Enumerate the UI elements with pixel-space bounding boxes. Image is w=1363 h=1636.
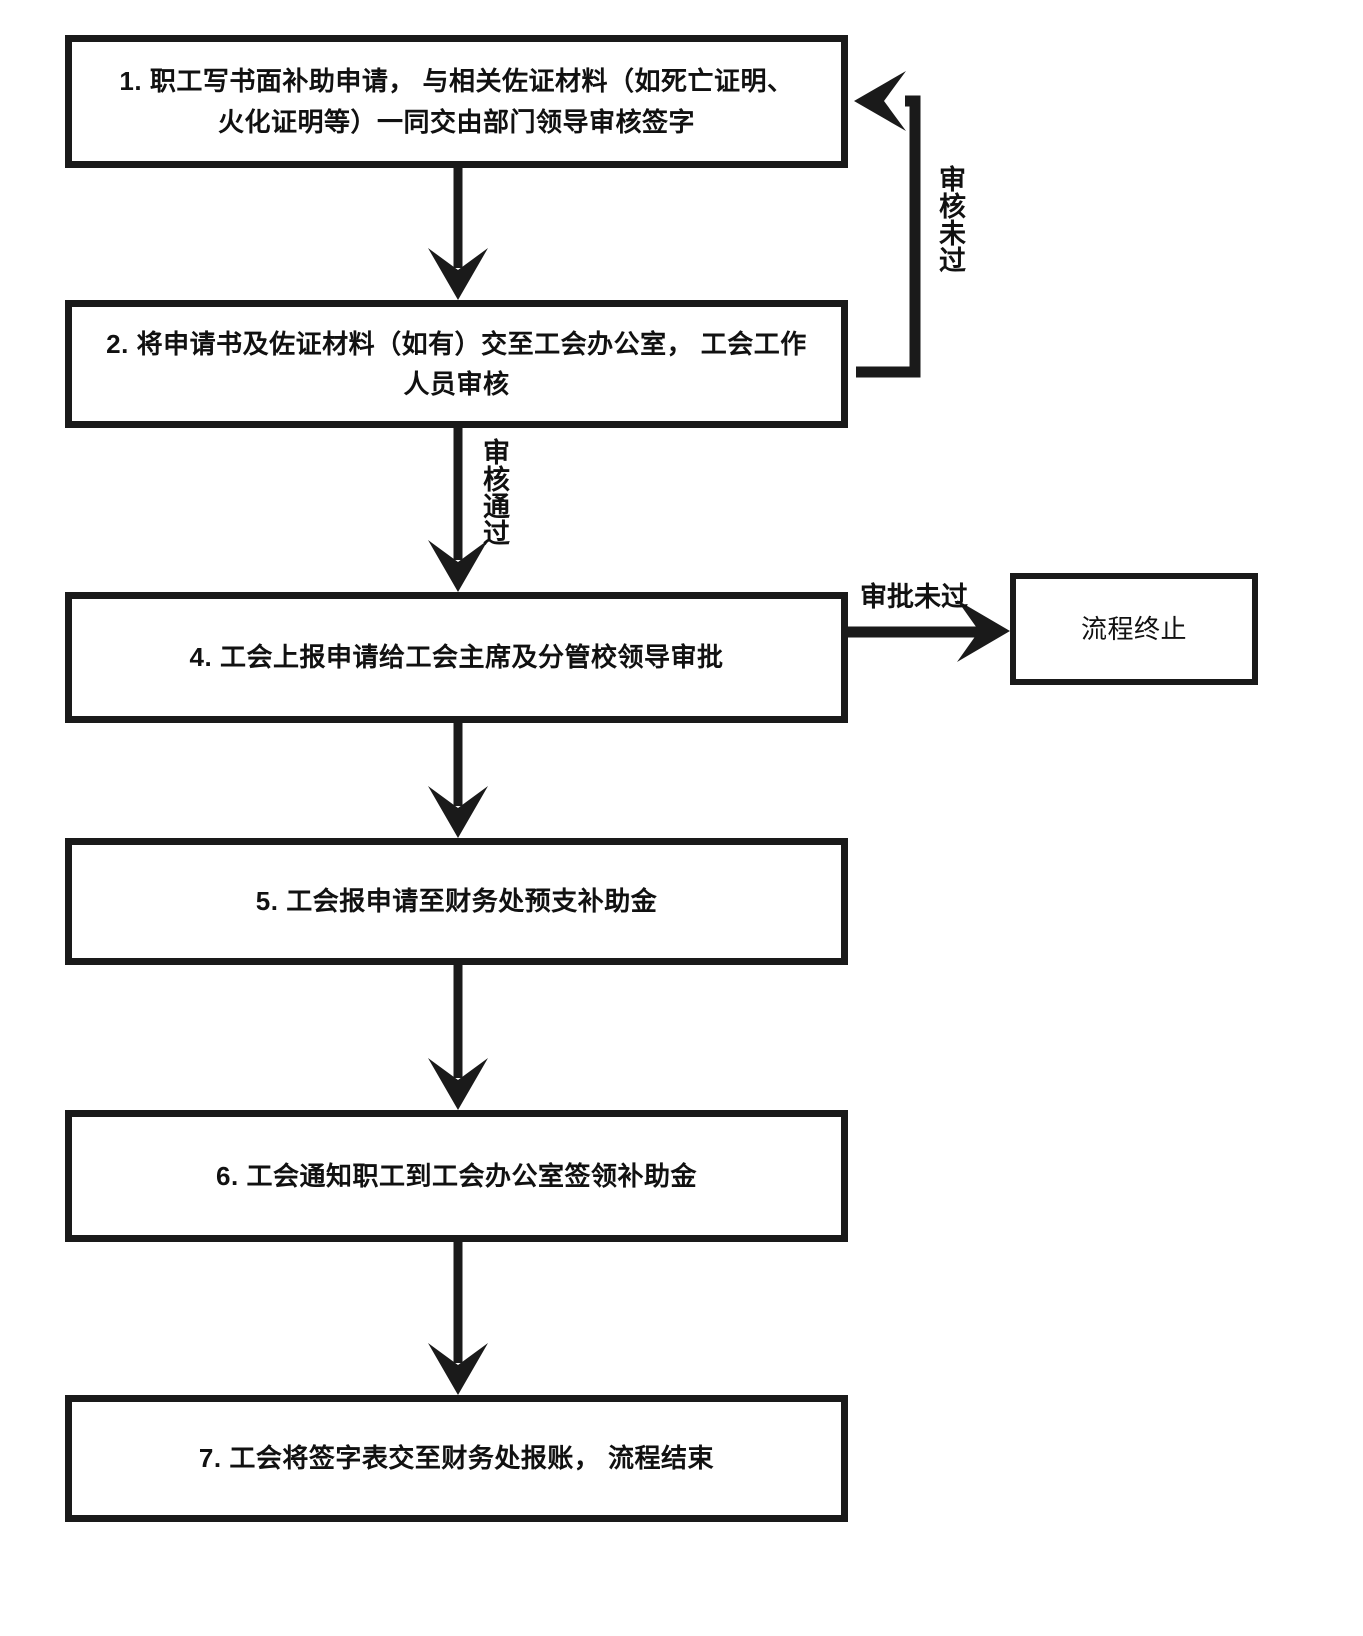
node-step1-label: 1. 职工写书面补助申请， 与相关佐证材料（如死亡证明、 火化证明等）一同交由部… xyxy=(119,66,794,137)
node-step7[interactable]: 7. 工会将签字表交至财务处报账， 流程结束 xyxy=(65,1395,848,1522)
connector-step5-step6 xyxy=(428,965,488,1110)
node-step2[interactable]: 2. 将申请书及佐证材料（如有）交至工会办公室， 工会工作 人员审核 xyxy=(65,300,848,428)
connector-step4-step5 xyxy=(428,723,488,838)
node-step1[interactable]: 1. 职工写书面补助申请， 与相关佐证材料（如死亡证明、 火化证明等）一同交由部… xyxy=(65,35,848,168)
node-process-terminated[interactable]: 流程终止 xyxy=(1010,573,1258,685)
edge-label-review-passed: 审核通过 xyxy=(479,438,509,546)
edge-label-approval-failed: 审批未过 xyxy=(860,582,968,612)
node-step2-label: 2. 将申请书及佐证材料（如有）交至工会办公室， 工会工作 人员审核 xyxy=(106,328,807,399)
node-step6-label: 6. 工会通知职工到工会办公室签领补助金 xyxy=(216,1160,697,1191)
connector-step1-step2 xyxy=(428,168,488,300)
connector-step2-step1-feedback xyxy=(854,71,921,378)
node-step6[interactable]: 6. 工会通知职工到工会办公室签领补助金 xyxy=(65,1110,848,1242)
node-process-terminated-label: 流程终止 xyxy=(1080,613,1187,644)
node-step4[interactable]: 4. 工会上报申请给工会主席及分管校领导审批 xyxy=(65,592,848,723)
node-step7-label: 7. 工会将签字表交至财务处报账， 流程结束 xyxy=(198,1443,715,1474)
edge-label-review-failed: 审核未过 xyxy=(935,165,965,273)
node-step4-label: 4. 工会上报申请给工会主席及分管校领导审批 xyxy=(189,642,724,673)
node-step5-label: 5. 工会报申请至财务处预支补助金 xyxy=(255,886,658,917)
node-step5[interactable]: 5. 工会报申请至财务处预支补助金 xyxy=(65,838,848,965)
connector-step6-step7 xyxy=(428,1242,488,1395)
